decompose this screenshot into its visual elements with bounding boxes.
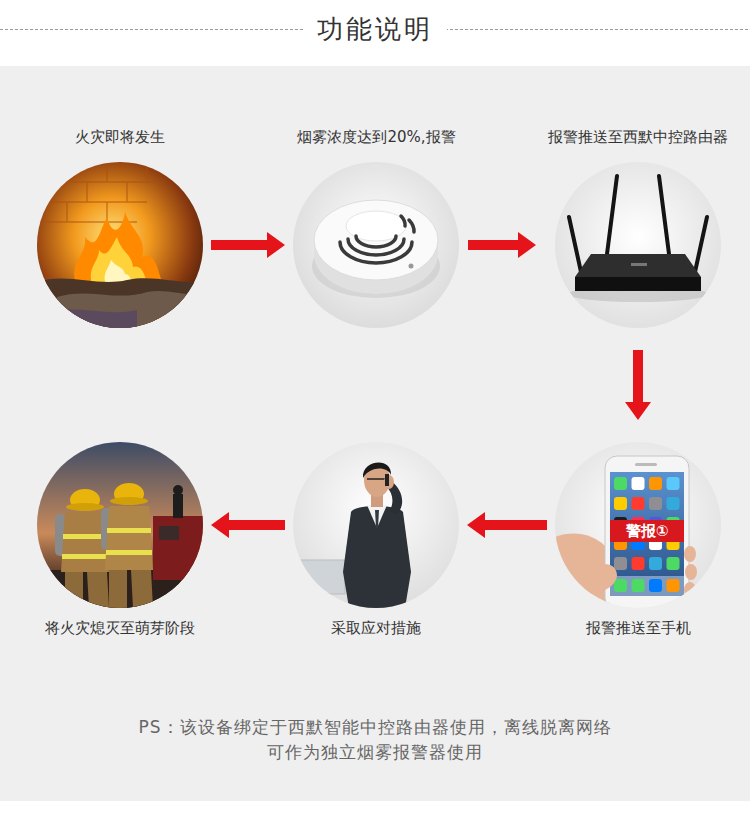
fire-photo: [37, 162, 203, 328]
flow-step: 火灾即将发生: [37, 127, 203, 328]
flow-arrow: [468, 232, 536, 258]
step-circle: [293, 442, 459, 608]
step-circle: [37, 162, 203, 328]
step-label: 火灾即将发生: [75, 127, 165, 147]
smoke-detector-photo: [293, 162, 459, 328]
step-label: 报警推送至手机: [586, 618, 691, 638]
step-label-group: 报警推送至手机: [555, 618, 721, 638]
flow-step: 报警推送至手机 警报①: [555, 442, 721, 638]
step-label: 将火灾熄灭至萌芽阶段: [45, 618, 195, 638]
step-circle: [294, 162, 460, 328]
router-photo: [555, 162, 721, 328]
step-label-group: 火灾即将发生: [37, 127, 203, 147]
caption: PS：该设备绑定于西默智能中控路由器使用，离线脱离网络 可作为独立烟雾报警器使用: [130, 715, 620, 765]
flow-step: 将火灾熄灭至萌芽阶段: [37, 442, 203, 638]
step-label-group: 将火灾熄灭至萌芽阶段: [37, 618, 203, 638]
man-photo: [293, 442, 459, 608]
flow-step: 采取应对措施: [293, 442, 459, 638]
step-label: 烟雾浓度达到20%,报警: [297, 127, 455, 147]
step-label-group: 烟雾浓度达到20%,报警: [293, 127, 460, 147]
flow-arrow: [625, 350, 651, 420]
firefighters-photo: [37, 442, 203, 608]
step-label-group: 采取应对措施: [293, 618, 459, 638]
alarm-banner: 警报①: [610, 520, 684, 542]
flow-arrow: [211, 232, 285, 258]
flow-arrow: [467, 512, 547, 538]
diagram-title: 功能说明: [303, 11, 447, 47]
step-circle: [37, 442, 203, 608]
flow-step: 烟雾浓度达到20%,报警: [293, 127, 460, 328]
step-circle: [555, 162, 721, 328]
flow-step: 报警推送至西默中控路由器: [544, 127, 732, 328]
step-label: 报警推送至西默中控路由器: [548, 127, 728, 147]
flow-arrow: [211, 512, 285, 538]
step-label: 采取应对措施: [331, 618, 421, 638]
step-label-group: 报警推送至西默中控路由器: [544, 127, 732, 147]
